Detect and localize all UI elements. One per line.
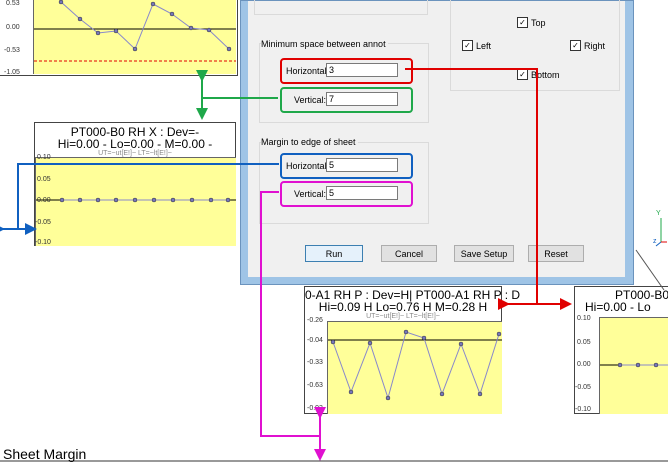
horizontal-label: Horizontal: [286, 161, 330, 171]
run-button[interactable]: Run [305, 245, 363, 262]
dialog-body: Minimum space between annot Horizontal: … [248, 0, 625, 277]
plot-svg [328, 329, 502, 401]
axis-icon [655, 218, 667, 247]
plot-area [599, 317, 668, 414]
y-tick: -0.53 [4, 47, 20, 54]
checkbox-right[interactable]: ✓ Right [570, 40, 605, 51]
axis-indicator: Y z [652, 210, 668, 250]
y-tick: -1.05 [4, 69, 20, 76]
save-setup-button[interactable]: Save Setup [454, 245, 514, 262]
axis-z-label: z [653, 238, 657, 245]
blue-connector [0, 163, 279, 235]
margin-vertical-field[interactable]: Vertical: [280, 181, 413, 207]
green-connector [196, 70, 278, 120]
annot-spacing-label: Minimum space between annot [261, 39, 388, 49]
plot-svg [600, 362, 668, 368]
vertical-label: Vertical: [294, 95, 327, 105]
annotation-card-b0[interactable]: PT000-B0 RH X : Dev=- Hi=0.00 - Lo=0.00 … [34, 122, 236, 246]
annot-vertical-input[interactable] [326, 92, 398, 106]
y-tick: -0.10 [575, 406, 591, 413]
annotation-card-right[interactable]: PT000-B0 Hi=0.00 - Lo 0.10 0.05 0.00 -0.… [574, 286, 668, 414]
magenta-connector [260, 191, 326, 461]
card-subtitle: Hi=0.00 - Lo=0.00 - M=0.00 - [57, 137, 213, 151]
margin-horizontal-input[interactable] [326, 158, 398, 172]
card-limits: UT=~ut[E!]~ LT=~lt[E!]~ [98, 150, 172, 157]
y-tick: 0.00 [6, 24, 20, 31]
y-tick: 0.53 [6, 0, 20, 7]
annotation-card-top-left[interactable]: 0.53 0.00 -0.53 -1.05 [0, 0, 238, 76]
check-icon: ✓ [570, 40, 581, 51]
placement-group [450, 0, 620, 91]
card-subtitle: Hi=0.09 H Lo=0.76 H M=0.28 H [318, 300, 488, 314]
y-tick: -0.04 [307, 337, 323, 344]
y-tick: 0.05 [577, 339, 591, 346]
top-group [254, 0, 428, 15]
y-tick: 0.05 [37, 176, 51, 183]
checkbox-left[interactable]: ✓ Left [462, 40, 491, 51]
settings-dialog: Minimum space between annot Horizontal: … [240, 0, 634, 285]
annot-horizontal-input[interactable] [326, 63, 398, 77]
card-title: 0-A1 RH P : Dev=H| PT000-A1 RH P : D [305, 288, 521, 302]
plot-svg [34, 0, 236, 62]
horizontal-label: Horizontal: [286, 66, 330, 76]
y-tick: 0.10 [37, 154, 51, 161]
y-tick: -0.63 [307, 382, 323, 389]
margin-vertical-input[interactable] [326, 186, 398, 200]
checkbox-left-label: Left [476, 40, 492, 51]
checkbox-top-label: Top [531, 17, 546, 28]
annotation-card-a1[interactable]: 0-A1 RH P : Dev=H| PT000-A1 RH P : D Hi=… [304, 286, 521, 414]
card-title: PT000-B0 [615, 288, 668, 302]
margin-group-label: Margin to edge of sheet [261, 137, 358, 147]
checkbox-top[interactable]: ✓ Top [517, 17, 546, 28]
sheet-margin-caption: Sheet Margin [3, 446, 87, 462]
y-tick: -0.05 [35, 219, 51, 226]
reset-button[interactable]: Reset [528, 245, 584, 262]
card-title: PT000-B0 RH X : Dev=- [70, 125, 200, 139]
plot-svg [36, 197, 236, 203]
plot-area [327, 321, 502, 414]
plot-area [33, 0, 236, 74]
card-limits: UT=~ut[E!]~ LT=~lt[E!]~ [366, 313, 440, 320]
y-tick: -0.05 [575, 384, 591, 391]
y-tick: -0.33 [307, 359, 323, 366]
checkbox-right-label: Right [584, 40, 606, 51]
check-icon: ✓ [462, 40, 473, 51]
y-tick: -0.10 [35, 239, 51, 246]
cancel-button[interactable]: Cancel [381, 245, 437, 262]
y-tick: 0.00 [37, 197, 51, 204]
plot-area [35, 157, 236, 246]
check-icon: ✓ [517, 17, 528, 28]
red-connector [405, 68, 572, 310]
sheet-edge-lines [635, 249, 665, 291]
margin-horizontal-field[interactable]: Horizontal: [280, 153, 413, 179]
vertical-label: Vertical: [294, 189, 327, 199]
annot-horizontal-field[interactable]: Horizontal: [280, 58, 413, 84]
y-tick: -0.26 [307, 317, 323, 324]
y-tick: 0.00 [577, 361, 591, 368]
axis-y-label: Y [656, 210, 661, 217]
annot-vertical-field[interactable]: Vertical: [280, 87, 413, 113]
y-tick: 0.10 [577, 315, 591, 322]
card-subtitle: Hi=0.00 - Lo [585, 300, 651, 314]
checkbox-bottom-label: Bottom [531, 69, 560, 80]
